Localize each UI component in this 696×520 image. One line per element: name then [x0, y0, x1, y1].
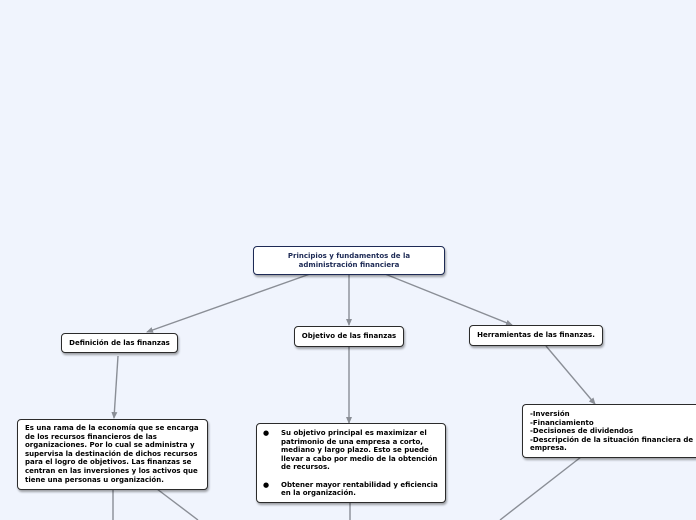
- herramientas-item-financiamiento: -Financiamiento: [530, 418, 594, 427]
- bullet-icon: ●: [263, 480, 270, 489]
- connector-definicion-down-right: [156, 488, 199, 520]
- definicion-text: Es una rama de la economía que se encarg…: [25, 424, 199, 484]
- connector-definicion-text: [111, 355, 119, 419]
- root-title-line-2: administración financiera: [298, 260, 400, 269]
- objetivo-text-node[interactable]: ● Su objetivo principal es maximizar el …: [256, 423, 446, 503]
- objetivo-point-2: ● Obtener mayor rentabilidad y eficienci…: [263, 481, 440, 498]
- definicion-text-node[interactable]: Es una rama de la economía que se encarg…: [17, 419, 208, 490]
- herramientas-title: Herramientas de las finanzas.: [477, 331, 595, 340]
- herramientas-item-descripcion: -Descripción de la situación financiera …: [530, 435, 696, 444]
- objetivo-title: Objetivo de las finanzas: [301, 332, 397, 341]
- herramientas-item-inversion: -Inversión: [530, 410, 570, 418]
- objetivo-point-2-text: Obtener mayor rentabilidad y eficiencia …: [281, 480, 438, 498]
- bullet-icon: ●: [263, 429, 270, 437]
- connector-herramientas-list: [545, 345, 596, 405]
- connector-root-definicion: [146, 273, 311, 333]
- herramientas-item-empresa: empresa.: [530, 444, 567, 453]
- definicion-title: Definición de las finanzas: [69, 338, 170, 347]
- objetivo-point-1-text: Su objetivo principal es maximizar el pa…: [281, 429, 438, 472]
- root-title-line-1: Principios y fundamentos de la: [287, 251, 411, 260]
- definicion-node[interactable]: Definición de las finanzas: [61, 333, 178, 353]
- herramientas-node[interactable]: Herramientas de las finanzas.: [469, 325, 603, 346]
- objetivo-point-1: ● Su objetivo principal es maximizar el …: [263, 429, 440, 472]
- connector-root-herramientas: [384, 273, 513, 326]
- root-node[interactable]: Principios y fundamentos de la administr…: [253, 246, 445, 275]
- connector-herramientas-down: [499, 456, 582, 520]
- herramientas-list-node[interactable]: -Inversión -Financiamiento -Decisiones d…: [522, 404, 696, 458]
- herramientas-item-dividendos: -Decisiones de dividendos: [530, 427, 634, 436]
- objetivo-node[interactable]: Objetivo de las finanzas: [294, 326, 404, 347]
